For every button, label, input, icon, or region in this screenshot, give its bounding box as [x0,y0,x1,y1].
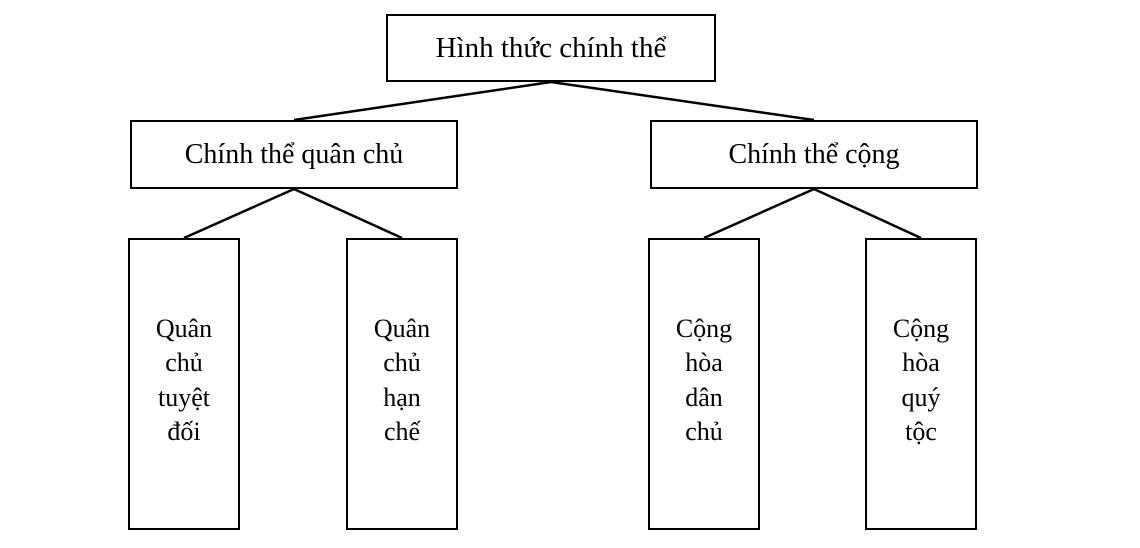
node-democratic-republic-label: Cộng hòa dân chủ [675,314,733,446]
node-root-label: Hình thức chính thể [435,31,667,64]
node-absolute-monarchy-label: Quân chủ tuyệt đối [155,314,213,446]
node-limited-monarchy: Quân chủ hạn chế [346,238,458,530]
node-root: Hình thức chính thể [386,14,716,82]
node-absolute-monarchy: Quân chủ tuyệt đối [128,238,240,530]
node-republic-label: Chính thể cộng [728,138,900,170]
node-monarchy: Chính thể quân chủ [130,120,458,189]
connector-monarchy-to-absolute [183,187,295,240]
node-republic: Chính thể cộng [650,120,978,189]
node-democratic-republic: Cộng hòa dân chủ [648,238,760,530]
connector-republic-to-aristocratic [813,187,922,240]
connector-root-to-monarchy [293,80,552,122]
node-monarchy-label: Chính thể quân chủ [184,138,404,170]
connector-root-to-republic [550,80,815,122]
node-aristocratic-republic-label: Cộng hòa quý tộc [892,314,950,446]
node-aristocratic-republic: Cộng hòa quý tộc [865,238,977,530]
connector-monarchy-to-limited [293,187,403,240]
connector-republic-to-democratic [703,187,815,240]
node-limited-monarchy-label: Quân chủ hạn chế [373,314,431,446]
